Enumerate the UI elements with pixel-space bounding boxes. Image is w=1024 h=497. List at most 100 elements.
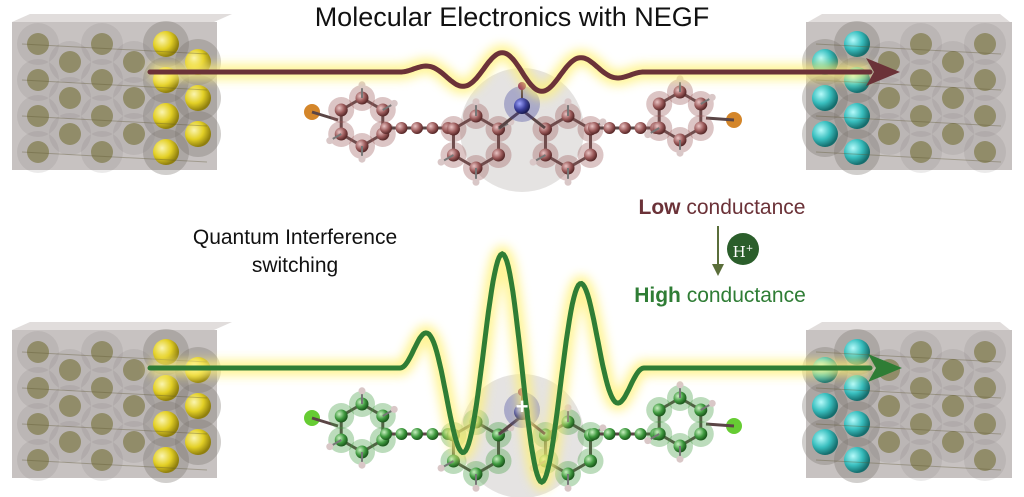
electrode-atom <box>942 395 964 417</box>
electrode-atom <box>942 431 964 453</box>
electrode-atom <box>974 105 996 127</box>
electrode-atom <box>91 33 113 55</box>
electrode-atom <box>910 413 932 435</box>
electrode-atom <box>59 51 81 73</box>
electrode-atom <box>974 69 996 91</box>
electrode-atom <box>844 447 870 473</box>
hydrogen-atom <box>390 99 398 107</box>
electrode-atom <box>974 449 996 471</box>
electrode-atom <box>844 375 870 401</box>
electrode-atom <box>91 413 113 435</box>
hydrogen-atom <box>644 131 652 139</box>
hydrogen-atom <box>599 118 607 126</box>
hydrogen-atom <box>358 81 366 89</box>
hydrogen-atom <box>358 387 366 395</box>
electrode-atom <box>844 411 870 437</box>
junction-high: + <box>12 244 1012 497</box>
carbon-atom <box>584 454 598 468</box>
low-word: Low <box>638 196 681 219</box>
electrode-atom <box>942 87 964 109</box>
electrode-atom <box>153 375 179 401</box>
electrode-atom <box>27 33 49 55</box>
carbon-atom <box>492 454 506 468</box>
electrode-atom <box>153 411 179 437</box>
low-rest: conductance <box>680 196 806 219</box>
electrode-atom <box>844 31 870 57</box>
right-electrode-bottom <box>802 322 1012 483</box>
carbon-atom <box>694 427 708 441</box>
interference-label-line2: switching <box>251 254 339 277</box>
electrode-atom <box>844 139 870 165</box>
electrode-atom <box>910 69 932 91</box>
chain-atom <box>380 428 392 440</box>
chain-atom <box>426 428 439 440</box>
chain-atom <box>426 122 439 134</box>
hydrogen-atom <box>529 158 537 166</box>
chain-atom <box>603 428 616 440</box>
electrode-atom <box>27 449 49 471</box>
electrode-atom <box>185 85 211 111</box>
carbon-atom <box>652 403 666 417</box>
left-electrode-bottom <box>12 322 232 483</box>
carbon-atom <box>652 97 666 111</box>
diagram-title: Molecular Electronics with NEGF <box>314 2 710 32</box>
high-conductance-label: High conductance <box>600 284 840 308</box>
switch-arrow <box>712 226 724 276</box>
electrode-atom <box>123 395 145 417</box>
electrode-atom <box>910 449 932 471</box>
electrode-atom <box>91 105 113 127</box>
arrow-head-low <box>866 58 900 86</box>
hydrogen-atom <box>676 455 684 463</box>
electrode-atom <box>27 105 49 127</box>
nitrogen-atom <box>514 98 530 114</box>
electrode-atom <box>974 377 996 399</box>
proton-charge: + <box>745 244 754 254</box>
hydrogen-atom <box>437 158 445 166</box>
hydrogen-atom <box>326 443 334 451</box>
electrode-atom <box>59 123 81 145</box>
hydrogen-atom <box>326 137 334 145</box>
right-electrode-top <box>802 14 1012 175</box>
hydrogen-atom <box>390 405 398 413</box>
electrode-atom <box>812 85 838 111</box>
electrode-atom <box>123 51 145 73</box>
electrode-atom <box>910 341 932 363</box>
electrode-atom <box>974 413 996 435</box>
carbon-atom <box>694 121 708 135</box>
electrode-atom <box>910 105 932 127</box>
carbon-atom <box>446 122 460 136</box>
arrow-head-high <box>868 354 902 382</box>
electrode-atom <box>153 447 179 473</box>
carbon-atom <box>334 103 348 117</box>
hydrogen-atom <box>358 155 366 163</box>
electrode-atom <box>27 141 49 163</box>
hydrogen-atom <box>472 178 480 186</box>
electrode-atom <box>27 341 49 363</box>
hydrogen-atom <box>564 484 572 492</box>
hydrogen-atom <box>676 149 684 157</box>
chain-atom <box>588 428 600 440</box>
low-conductance-label: Low conductance <box>612 196 832 220</box>
electrode-atom <box>91 341 113 363</box>
junction-low <box>12 14 1012 192</box>
electrode-atom <box>59 359 81 381</box>
electrode-atom <box>27 413 49 435</box>
electrode-atom <box>27 377 49 399</box>
electrode-atom <box>185 393 211 419</box>
hydrogen-atom <box>708 399 716 407</box>
high-rest: conductance <box>680 284 806 307</box>
carbon-atom <box>334 409 348 423</box>
electrode-atom <box>942 123 964 145</box>
electrode-atom <box>878 395 900 417</box>
chain-atom <box>634 122 647 134</box>
electrode-atom <box>812 121 838 147</box>
electrode-atom <box>812 393 838 419</box>
hydrogen-atom <box>472 98 480 106</box>
electrode-atom <box>844 339 870 365</box>
electrode-atom <box>974 33 996 55</box>
electrode-atom <box>185 429 211 455</box>
chain-atom <box>380 122 392 134</box>
hydrogen-atom <box>564 178 572 186</box>
protonation-charge-label: + <box>516 394 529 419</box>
